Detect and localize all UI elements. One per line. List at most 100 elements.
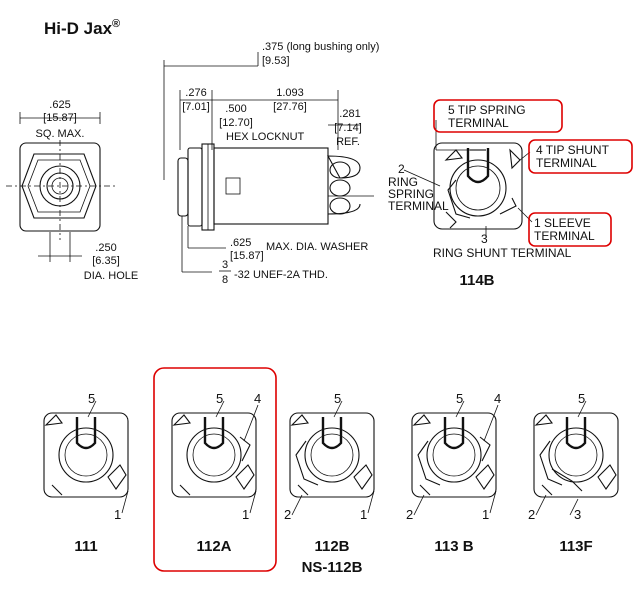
jack-opening — [186, 427, 242, 483]
dim-276-in: .276 — [185, 87, 206, 99]
jack-inner-ring — [310, 433, 354, 477]
pin-2-label-leader — [413, 494, 425, 516]
jack-housing — [411, 412, 497, 498]
front-width-mm: [15.87] — [43, 112, 77, 124]
jack-inner-ring — [432, 433, 476, 477]
pin-4-label: 4 — [494, 391, 501, 406]
pin-4-label: 4 — [254, 391, 261, 406]
tip-spring-contact — [443, 417, 465, 450]
pin-4-label-leader — [483, 404, 499, 442]
model-caption: 112A — [196, 538, 231, 555]
pin-1-label: 1 — [482, 507, 489, 522]
dim-281-mm: [7.14] — [334, 122, 362, 134]
corner-tab — [44, 414, 64, 426]
corner-tab — [179, 484, 191, 496]
corner-tab — [412, 414, 432, 426]
sleeve-tab — [235, 464, 255, 490]
tip-shunt-contact — [239, 436, 251, 462]
washer-note: MAX. DIA. WASHER — [266, 241, 368, 253]
jack-opening — [58, 427, 114, 483]
corner-tab — [172, 414, 192, 426]
page-title: Hi-D Jax® — [44, 18, 120, 38]
tip-spring-contact — [203, 417, 225, 450]
pin-1-label: 1 — [360, 507, 367, 522]
pin-5-label: 5 — [88, 391, 95, 406]
ring-shunt-terminal-label: RING SHUNT TERMINAL — [433, 246, 572, 260]
ring-spring-contact — [295, 440, 319, 486]
pin-5-label-leader — [577, 400, 587, 418]
sleeve-tab — [353, 464, 373, 490]
dim-500-in: .500 — [225, 103, 246, 115]
pin-1-label-leader — [121, 490, 129, 514]
ring-spring-contact — [539, 440, 563, 486]
tip-spring-contact — [75, 417, 97, 450]
variant-highlight — [153, 367, 277, 572]
jack-opening — [548, 427, 604, 483]
corner-tab — [419, 484, 431, 496]
pin-2-label: 2 — [528, 507, 535, 522]
washer-dim-mm: [15.87] — [230, 250, 264, 262]
thread-fraction-den: 8 — [222, 274, 228, 286]
pin-5-label: 5 — [578, 391, 585, 406]
pin-5-label-leader — [333, 400, 343, 418]
front-width-note: SQ. MAX. — [36, 128, 85, 140]
model-caption: 112B — [314, 538, 349, 555]
pin-5-label: 5 — [456, 391, 463, 406]
corner-tab — [541, 484, 553, 496]
dim-281-in: .281 — [339, 108, 360, 120]
tip-spring-contact — [321, 417, 343, 450]
thread-fraction-num: 3 — [222, 259, 228, 271]
tip-spring-contact — [565, 417, 587, 450]
tip-spring-highlight — [433, 99, 563, 133]
sleeve-tab — [475, 464, 495, 490]
tip-shunt-contact — [479, 436, 491, 462]
jack-inner-ring — [192, 433, 236, 477]
washer-dim-in: .625 — [230, 237, 251, 249]
pin-1-label: 1 — [242, 507, 249, 522]
model-caption-alt: NS-112B — [302, 559, 363, 576]
pin-1-label: 1 — [114, 507, 121, 522]
hole-dim-in: .250 — [95, 242, 116, 254]
pin-5-label-leader — [215, 400, 225, 418]
bushing-dim-mm: [9.53] — [262, 55, 290, 67]
jack-housing — [43, 412, 129, 498]
ring-shunt-number: 3 — [481, 232, 488, 246]
front-view: .625 [15.87] SQ. MAX. .250 [6.35] DIA. H… — [6, 99, 138, 282]
pin-3-label-leader — [569, 498, 579, 516]
model-114b-caption: 114B — [459, 272, 494, 289]
jack-inner-ring — [64, 433, 108, 477]
pin-5-label-leader — [455, 400, 465, 418]
pin-4-label-leader — [243, 404, 259, 442]
jack-housing — [171, 412, 257, 498]
front-width-in: .625 — [49, 99, 70, 111]
corner-tab — [51, 484, 63, 496]
dim-1093-in: 1.093 — [276, 87, 304, 99]
ring-shunt-contact — [551, 468, 583, 492]
hole-dim-mm: [6.35] — [92, 255, 120, 267]
pin-5-label: 5 — [334, 391, 341, 406]
thread-note: -32 UNEF-2A THD. — [234, 269, 328, 281]
pin-1-label-leader — [489, 490, 497, 514]
ref-label: REF. — [336, 136, 360, 148]
tip-shunt-highlight — [528, 139, 633, 174]
hole-dim-note: DIA. HOLE — [84, 270, 138, 282]
pin-2-label-leader — [535, 494, 547, 516]
bushing-dim-in: .375 (long bushing only) — [262, 41, 379, 53]
sleeve-tab — [597, 464, 617, 490]
pin-1-label-leader — [367, 490, 375, 514]
side-view: .375 (long bushing only) [9.53] .276 [7.… — [163, 41, 379, 286]
pin-2-label: 2 — [406, 507, 413, 522]
corner-tab — [290, 414, 310, 426]
model-caption: 113F — [559, 538, 592, 555]
dim-276-mm: [7.01] — [182, 101, 210, 113]
ring-spring-number: 2 — [398, 162, 405, 176]
